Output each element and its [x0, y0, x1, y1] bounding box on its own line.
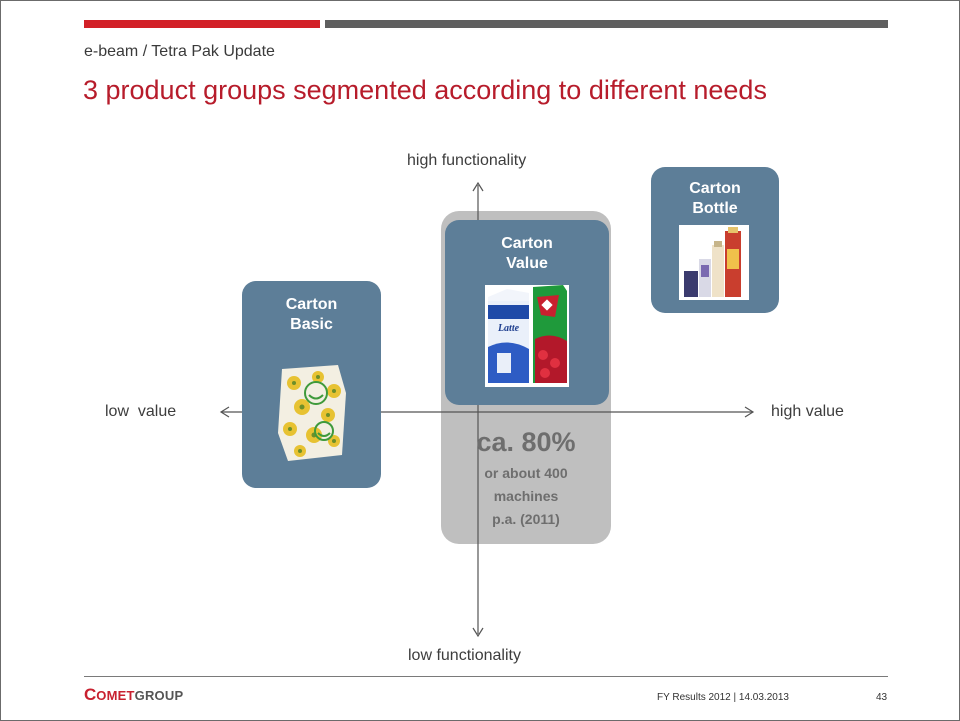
market-share-percent: ca. 80%	[476, 427, 576, 457]
axis-label-right: high value	[771, 403, 844, 420]
axis-label-bottom: low functionality	[408, 647, 521, 664]
carton-basic-line1: Carton	[285, 296, 338, 313]
carton-bottle-line2: Bottle	[692, 200, 738, 217]
carton-bottle-box: Carton Bottle	[651, 167, 779, 313]
arrow-left-icon	[219, 406, 230, 418]
carton-value-box: Carton Value Latte	[445, 220, 609, 405]
header-bar-grey	[325, 20, 888, 28]
axis-label-left: low value	[105, 403, 177, 420]
milk-carton-brand: Latte	[497, 323, 520, 334]
axis-label-top: high functionality	[407, 152, 527, 169]
carton-bottle-line1: Carton	[689, 180, 741, 197]
market-share-line2: machines	[493, 488, 559, 504]
slide-subtitle: e-beam / Tetra Pak Update	[84, 43, 275, 60]
carton-value-line2: Value	[506, 255, 548, 272]
carton-products-image: Latte	[485, 285, 569, 387]
arrow-right-icon	[744, 406, 755, 418]
market-share-line1: or about 400	[484, 465, 568, 481]
carton-basic-box: Carton Basic	[242, 281, 381, 488]
market-share-line3: p.a. (2011)	[492, 511, 560, 527]
arrow-down-icon	[472, 627, 484, 638]
footer-text: FY Results 2012 | 14.03.2013	[657, 692, 789, 703]
carton-value-line1: Carton	[501, 235, 553, 252]
page-number: 43	[876, 692, 888, 703]
pouch-package-image	[278, 365, 346, 461]
footer-divider	[84, 676, 888, 677]
carton-basic-line2: Basic	[290, 316, 333, 333]
header-bar-red	[84, 20, 320, 28]
arrow-up-icon	[472, 181, 484, 192]
carton-bottles-image	[679, 225, 749, 300]
comet-group-logo: COMETGROUP	[84, 685, 184, 704]
slide-title: 3 product groups segmented according to …	[83, 75, 767, 105]
